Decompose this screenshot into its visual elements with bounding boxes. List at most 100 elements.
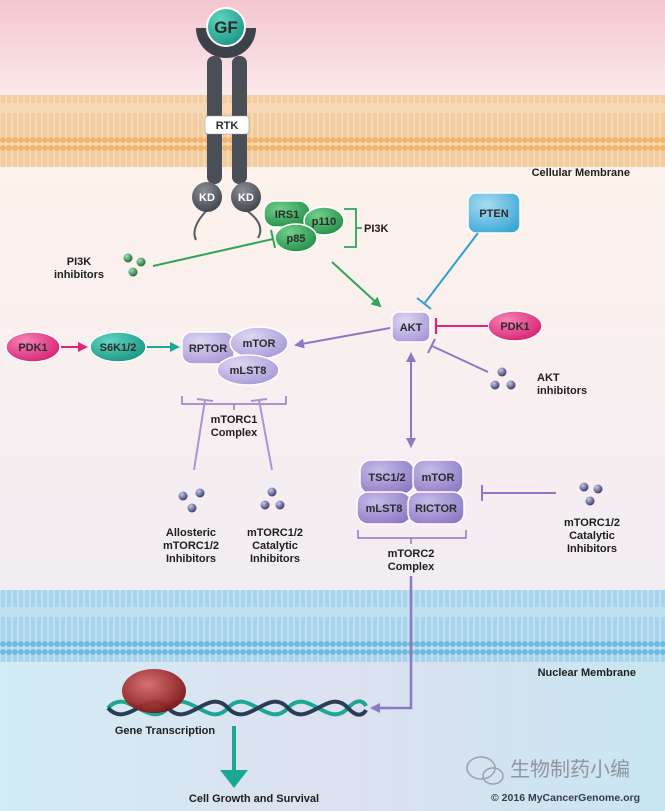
catalytic-inhibitor-dot [593, 484, 603, 494]
rictor-node [407, 491, 465, 525]
akt-inhibitor-dot [490, 380, 500, 390]
akt-inhibitors-label-line1: AKT [537, 372, 560, 384]
pten-label: PTEN [479, 208, 508, 220]
allosteric-inhibitor-dot [178, 491, 188, 501]
catalytic-left-label-line2: Catalytic [252, 540, 298, 552]
pi3k-bracket [344, 208, 362, 248]
pten-inhibition-bar [416, 297, 432, 310]
akt-inhibition-line [431, 345, 489, 373]
catalytic-inhibitor-dot [585, 496, 595, 506]
mtorc2-complex-label-line2: Complex [388, 561, 435, 573]
mtorc1-complex: RPTOR mTOR mLST8 mTORC1 Complex [181, 326, 289, 439]
gene-transcription: Gene Transcription [106, 669, 368, 737]
cellular-membrane-label: Cellular Membrane [532, 167, 630, 179]
p110-node [303, 206, 345, 236]
kd-left [192, 182, 222, 212]
catalytic-right-label-line2: Catalytic [569, 530, 615, 542]
rtk-label-box [204, 115, 250, 135]
pi3k-to-akt-arrow [331, 261, 382, 308]
allosteric-label-line3: Inhibitors [166, 553, 216, 565]
catalytic-inhibitor-dot [579, 482, 589, 492]
pi3k-inhibition-bar [270, 229, 276, 249]
catalytic1-inhibition-line [258, 399, 273, 471]
p85-label: p85 [287, 233, 306, 245]
transcription-complex [122, 669, 186, 713]
s6k-node [89, 331, 147, 363]
akt-inhibitors: AKT inhibitors [427, 338, 587, 397]
akt-inhibitors-label-line2: inhibitors [537, 385, 587, 397]
allosteric-inhibition-bar [196, 398, 214, 402]
kd-right-tail [245, 209, 262, 239]
nuclear-membrane-label: Nuclear Membrane [538, 667, 636, 679]
mlst8-1-label: mLST8 [230, 365, 267, 377]
pdk1-left-node [5, 331, 61, 363]
irs1-label: IRS1 [275, 209, 299, 221]
cellular-membrane-pattern [0, 95, 665, 167]
mtor2-label: mTOR [422, 472, 455, 484]
transcription-to-growth-arrow-head [220, 770, 248, 788]
mlst8-1-node [216, 354, 280, 386]
wechat-icon-bubble [482, 767, 504, 785]
kd-right-label: KD [238, 192, 254, 204]
allosteric-inhibitor-dot [187, 503, 197, 513]
mtorc2-to-nucleus-arrow [370, 576, 413, 713]
akt-inhibitor-dot [506, 380, 516, 390]
kd-left-tail [193, 209, 208, 241]
mtorc2-complex-label-line1: mTORC2 [388, 548, 435, 560]
rictor-label: RICTOR [415, 503, 457, 515]
allosteric-inhibition-line [193, 399, 206, 471]
pi3k-inhibition-line [152, 238, 274, 267]
p110-label: p110 [312, 216, 336, 228]
catalytic1-inhibition-bar [250, 398, 268, 402]
rtk-label: RTK [216, 120, 239, 132]
nucleus [0, 662, 665, 811]
gf-label: GF [214, 18, 238, 37]
mtorc1-complex-label-line2: Complex [211, 427, 258, 439]
allosteric-label-line2: mTORC1/2 [163, 540, 219, 552]
catalytic-inhibitors-right: mTORC1/2 Catalytic Inhibitors [481, 482, 620, 555]
rptor-label: RPTOR [189, 343, 227, 355]
catalytic-left-label-line3: Inhibitors [250, 553, 300, 565]
watermark-text: 生物制药小编 [510, 757, 630, 781]
mtor1-label: mTOR [243, 338, 276, 350]
catalytic-right-label-line3: Inhibitors [567, 543, 617, 555]
kd-left-label: KD [199, 192, 215, 204]
s6k-label: S6K1/2 [100, 342, 137, 354]
pi3k-label: PI3K [364, 223, 389, 235]
tsc-label: TSC1/2 [368, 472, 405, 484]
catalytic-inhibitor-dot [267, 487, 277, 497]
cell-growth-label: Cell Growth and Survival [189, 793, 319, 805]
pi3k-inhibitors: PI3K inhibitors [54, 229, 276, 281]
allosteric-inhibitors: Allosteric mTORC1/2 Inhibitors [163, 488, 219, 565]
kd-right [231, 182, 261, 212]
pten-node [467, 192, 521, 234]
mtorc1-complex-label-line1: mTORC1 [211, 414, 258, 426]
pi3k-inhibitors-label-line2: inhibitors [54, 269, 104, 281]
akt-label: AKT [400, 322, 423, 334]
catalytic-right-label-line1: mTORC1/2 [564, 517, 620, 529]
gf-ligand [206, 7, 246, 47]
pi3k-inhibitor-dot [136, 257, 146, 267]
pi3k-inhibitors-label-line1: PI3K [67, 256, 92, 268]
pi3k-inhibitor-dot [123, 253, 133, 263]
catalytic-inhibitors-left: mTORC1/2 Catalytic Inhibitors [247, 487, 303, 565]
allosteric-inhibitor-dot [195, 488, 205, 498]
akt-node [391, 311, 431, 343]
p85-node [274, 223, 318, 253]
pi3k-complex: IRS1 p110 p85 PI3K [263, 200, 389, 253]
extracellular-space [0, 0, 665, 95]
akt-to-mtorc1-arrow [294, 327, 391, 349]
akt-inhibition-bar [427, 338, 436, 354]
akt-inhibitor-dot [497, 367, 507, 377]
mlst8-2-label: mLST8 [366, 503, 403, 515]
pdk1-right-label: PDK1 [500, 321, 529, 333]
gene-transcription-label: Gene Transcription [115, 725, 216, 737]
cytoplasm [0, 167, 665, 590]
watermark: 生物制药小编 [466, 756, 630, 785]
catalytic-left-label-line1: mTORC1/2 [247, 527, 303, 539]
catalytic-inhibitor-dot [260, 500, 270, 510]
mtorc2-bracket [357, 530, 467, 539]
allosteric-label-line1: Allosteric [166, 527, 216, 539]
